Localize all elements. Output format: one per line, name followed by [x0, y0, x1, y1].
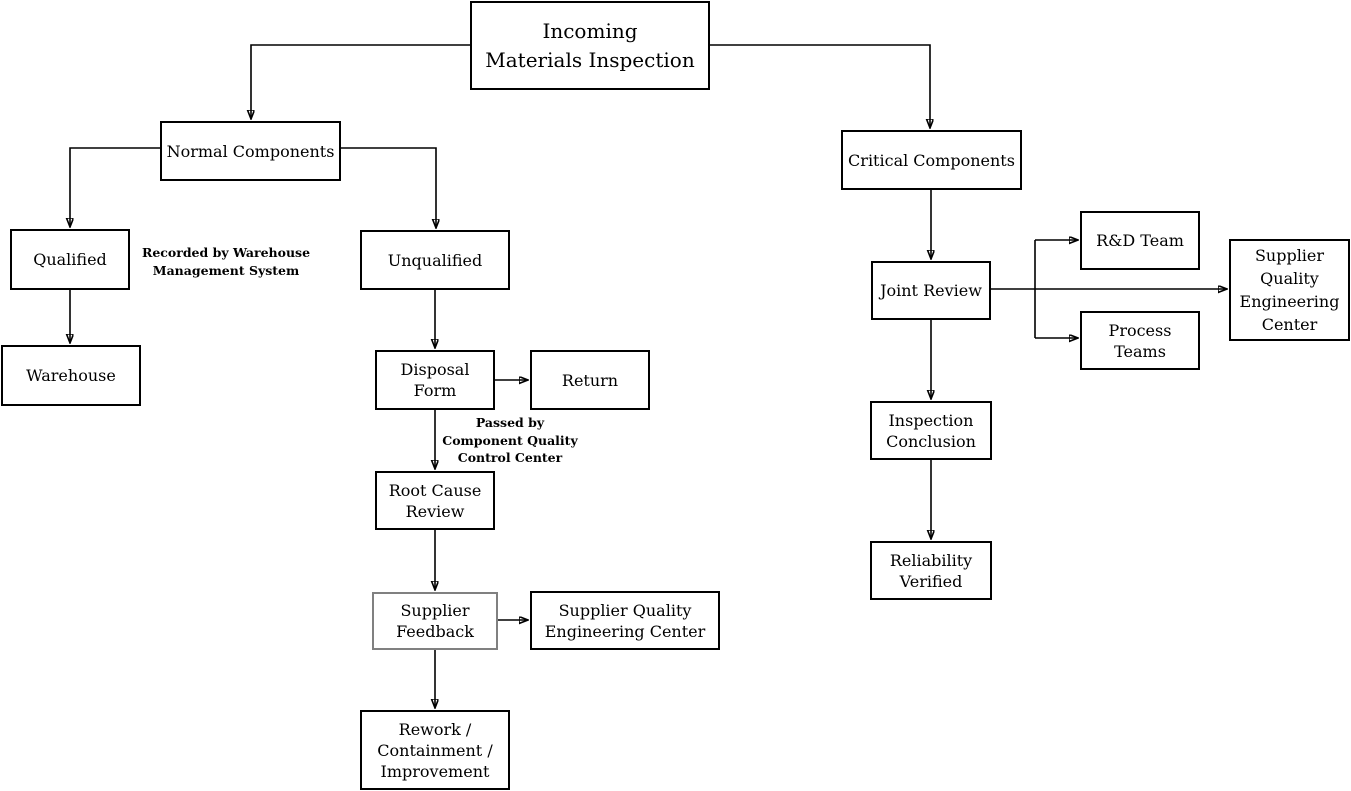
node-supplier-quality-engineering-center-right: Supplier Quality Engineering Center: [1229, 239, 1350, 341]
node-critical-components: Critical Components: [841, 130, 1022, 190]
node-process-teams: Process Teams: [1080, 311, 1200, 370]
node-supplier-quality-engineering-center-left: Supplier Quality Engineering Center: [530, 591, 720, 650]
node-supplier-feedback: Supplier Feedback: [372, 592, 498, 650]
connector-normal-to-qualified: [70, 147, 160, 226]
node-qualified: Qualified: [10, 229, 130, 290]
node-inspection-conclusion: Inspection Conclusion: [870, 401, 992, 460]
connector-incoming-to-normal: [251, 44, 470, 118]
node-joint-review: Joint Review: [871, 261, 991, 320]
node-reliability-verified: Reliability Verified: [870, 541, 992, 600]
node-rework-containment-improvement: Rework / Containment / Improvement: [360, 710, 510, 790]
connector-normal-to-unqualified: [341, 147, 436, 227]
node-disposal-form: Disposal Form: [375, 350, 495, 410]
annotation-quality-note: Passed by Component Quality Control Cent…: [442, 415, 578, 465]
node-incoming-materials-inspection: Incoming Materials Inspection: [470, 1, 710, 90]
node-normal-components: Normal Components: [160, 121, 341, 181]
node-warehouse: Warehouse: [1, 345, 141, 406]
annotation-warehouse-note: Recorded by Warehouse Management System: [141, 245, 311, 278]
node-rd-team: R&D Team: [1080, 211, 1200, 270]
connector-incoming-to-critical: [710, 44, 930, 127]
node-return: Return: [530, 350, 650, 410]
node-unqualified: Unqualified: [360, 230, 510, 290]
node-root-cause-review: Root Cause Review: [375, 471, 495, 530]
